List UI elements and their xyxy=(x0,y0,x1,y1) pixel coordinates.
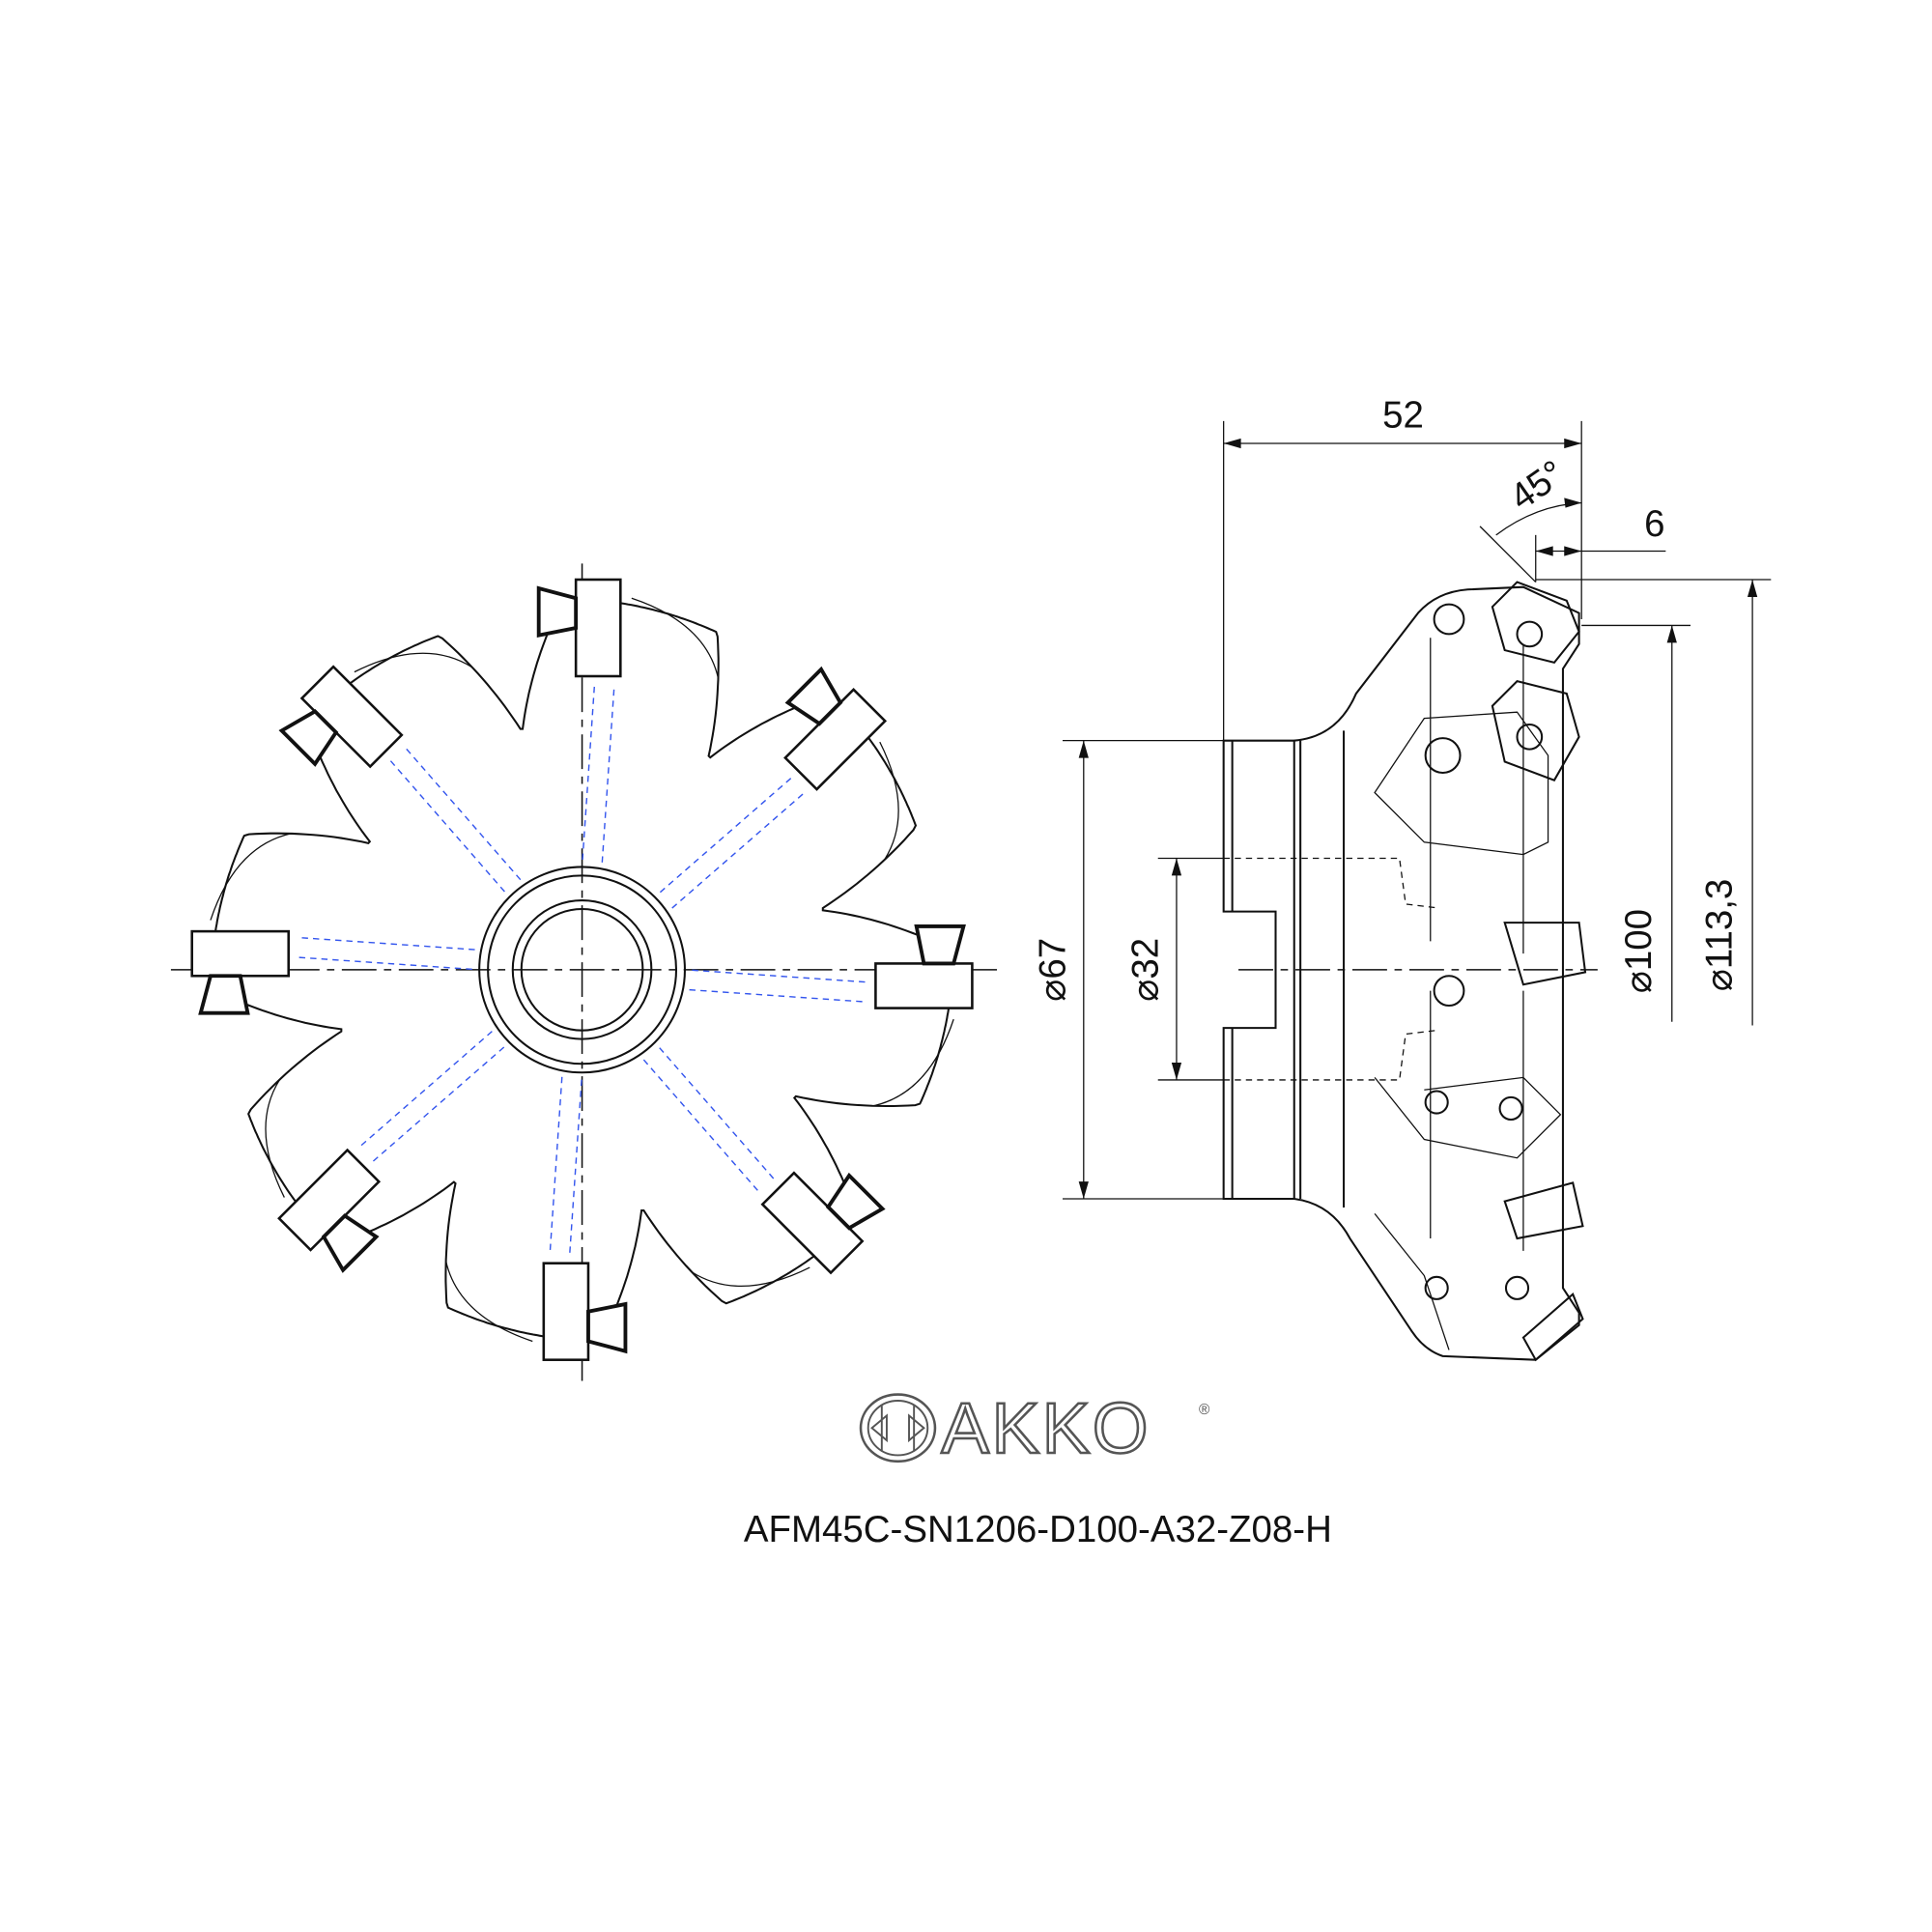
insert-pocket xyxy=(190,833,292,1015)
hub-outer-circle xyxy=(478,866,687,1074)
hidden-bore-lines xyxy=(1223,857,1437,1081)
insert-middle xyxy=(1503,922,1587,986)
chip-groove xyxy=(691,1266,810,1287)
screw-icon xyxy=(1424,1090,1449,1115)
screw-icon xyxy=(1424,737,1462,775)
screw-icon xyxy=(1433,603,1465,636)
screw-icon xyxy=(1424,1275,1449,1300)
coolant-channel xyxy=(549,1076,582,1254)
insert-pocket xyxy=(872,924,974,1107)
bore-inner-circle xyxy=(520,908,644,1032)
dim-d67-label: ⌀67 xyxy=(1033,938,1074,1002)
chip-groove xyxy=(872,1018,954,1107)
chip-groove xyxy=(265,1078,285,1198)
hub-chamfer-circle xyxy=(487,874,678,1065)
screw-icon xyxy=(1498,1095,1523,1121)
dim-length-label: 52 xyxy=(1382,394,1424,436)
coolant-channel xyxy=(659,777,804,909)
insert-icon xyxy=(784,666,843,726)
insert-pocket xyxy=(444,1260,628,1361)
insert-pocket xyxy=(783,666,899,861)
bore-circle xyxy=(511,899,653,1040)
insert-lower xyxy=(1503,1181,1584,1240)
dimension-d67: ⌀67 xyxy=(1033,740,1224,1200)
insert-icon xyxy=(914,924,966,966)
coolant-channel xyxy=(582,686,615,863)
chip-groove xyxy=(631,597,720,679)
coolant-channel xyxy=(642,1047,775,1192)
dimension-d100: ⌀100 xyxy=(1581,624,1691,1022)
insert-upper xyxy=(1491,679,1580,781)
coolant-channel xyxy=(389,748,522,893)
brand-name: AKKO xyxy=(941,1388,1151,1468)
dim-d100-label: ⌀100 xyxy=(1618,909,1660,993)
chip-groove xyxy=(879,741,899,861)
logo-emblem-icon xyxy=(859,1393,937,1463)
chip-groove xyxy=(444,1260,533,1343)
dimension-d32: ⌀32 xyxy=(1125,857,1224,1081)
registered-mark: ® xyxy=(1199,1402,1210,1418)
screw-icon xyxy=(1516,620,1544,648)
insert-icon xyxy=(278,709,339,767)
insert-icon xyxy=(825,1172,886,1231)
insert-icon xyxy=(198,974,250,1015)
dimension-d113: ⌀113,3 xyxy=(1535,579,1772,1026)
dim-step-label: 6 xyxy=(1644,503,1664,545)
insert-icon xyxy=(321,1213,380,1273)
model-number: AFM45C-SN1206-D100-A32-Z08-H xyxy=(744,1509,1332,1550)
coolant-channel xyxy=(298,937,475,971)
dimension-52: 52 xyxy=(1223,394,1582,741)
dim-d113-label: ⌀113,3 xyxy=(1698,879,1740,992)
akko-logo: AKKO ® xyxy=(859,1387,1210,1469)
dim-d32-label: ⌀32 xyxy=(1125,938,1167,1002)
insert-clamp xyxy=(874,962,974,1009)
front-view xyxy=(170,563,998,1381)
shank-outline xyxy=(1222,739,1295,1201)
insert-clamp xyxy=(542,1262,590,1361)
cutter-body-profile xyxy=(1293,585,1580,1361)
inserts-group xyxy=(190,578,974,1361)
insert-pocket xyxy=(536,578,720,679)
chip-groove xyxy=(354,652,473,673)
insert-bottom xyxy=(1521,1293,1584,1362)
coolant-channel xyxy=(689,969,867,1003)
insert-pocket xyxy=(265,1078,382,1273)
coolant-channel xyxy=(360,1031,505,1162)
insert-clamp xyxy=(574,578,622,678)
screw-icon xyxy=(1504,1275,1530,1300)
pocket-lower xyxy=(1374,990,1562,1350)
insert-icon xyxy=(586,1301,628,1354)
insert-top xyxy=(1491,581,1580,665)
insert-clamp xyxy=(190,929,290,978)
insert-icon xyxy=(536,585,579,639)
screw-icon xyxy=(1516,723,1544,751)
dim-angle-label: 45° xyxy=(1502,452,1572,519)
side-view: 52 45° 6 ⌀67 ⌀32 xyxy=(1033,394,1772,1362)
dimension-45-angle: 45° xyxy=(1479,452,1582,583)
screw-icon xyxy=(1433,975,1465,1008)
pocket-upper xyxy=(1374,638,1549,954)
chip-groove xyxy=(210,833,292,921)
insert-pocket xyxy=(278,652,473,769)
insert-pocket xyxy=(691,1171,886,1287)
dimension-6: 6 xyxy=(1535,503,1666,582)
